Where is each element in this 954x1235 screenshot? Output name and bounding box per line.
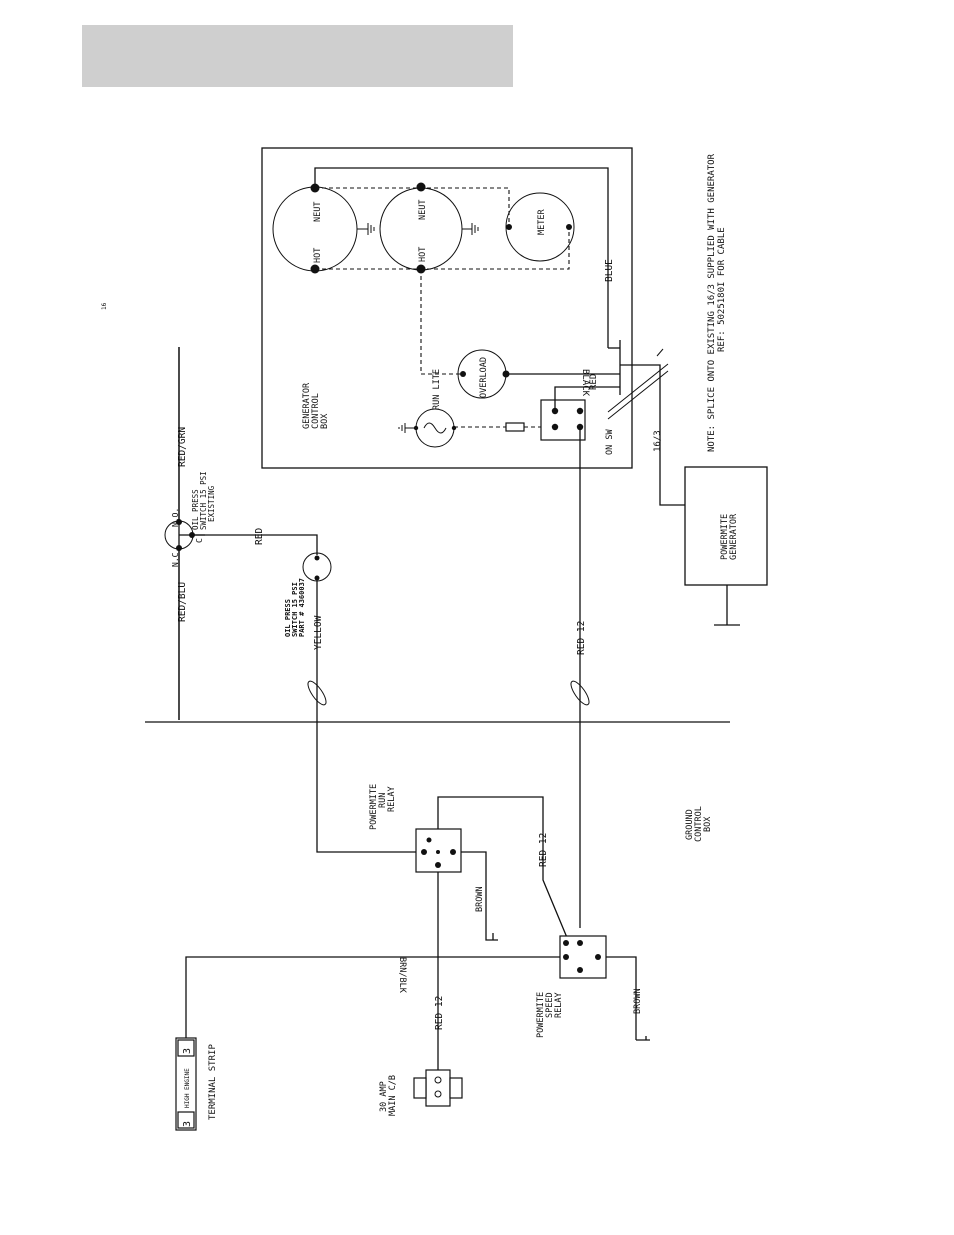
label-run-relay-2: RUN (378, 793, 388, 808)
fuse (505, 422, 525, 432)
label-red-small: RED (589, 374, 599, 390)
main-circuit-breaker (425, 1069, 451, 1107)
label-neut-2: NEUT (418, 200, 428, 220)
label-ground-box-1: GROUND (685, 809, 695, 840)
label-speed-relay-1: POWERMITE (536, 992, 546, 1038)
terminal-number-left: 3 (182, 1121, 193, 1127)
label-meter: METER (537, 209, 547, 235)
label-cb-2: MAIN C/B (388, 1075, 398, 1116)
label-overload: OVERLOAD (479, 357, 489, 398)
label-brown-2: BROWN (633, 988, 643, 1014)
label-brown-1: BROWN (475, 886, 485, 912)
label-speed-relay-2: SPEED (545, 992, 555, 1018)
label-red: RED (254, 528, 265, 545)
label-oil-new-2: SWITCH 15 PSI (291, 582, 299, 637)
label-run-relay-1: POWERMITE (369, 784, 379, 830)
ground-symbol (357, 223, 375, 235)
label-gen-box-2: CONTROL (311, 393, 321, 429)
label-generator-2: GENERATOR (729, 513, 739, 560)
label-brn-blk: BRN/BLK (397, 957, 407, 994)
label-oil-new-3: PART # 4360037 (298, 578, 306, 637)
label-high-engine: HIGH ENGINE (184, 1068, 191, 1108)
label-speed-relay-3: RELAY (554, 992, 564, 1018)
note-line-1: NOTE: SPLICE ONTO EXISTING 16/3 SUPPLIED… (707, 153, 717, 452)
label-red12-top: RED 12 (576, 621, 587, 655)
label-oil-new-1: OIL PRESS (284, 599, 292, 637)
label-no: N.O. (171, 508, 180, 527)
label-terminal-strip: TERMINAL STRIP (208, 1044, 218, 1120)
label-generator-1: POWERMITE (720, 514, 730, 560)
label-blue: BLUE (604, 259, 615, 282)
label-gen-box-3: BOX (320, 413, 330, 429)
page-mark: 16 (101, 302, 108, 310)
label-on-sw: ON SW (605, 429, 615, 455)
powermite-generator-box (684, 466, 768, 586)
label-nc: N.C. (171, 548, 180, 567)
terminal-number-right: 3 (182, 1048, 193, 1054)
note-line-2: REF: 5025180I FOR CABLE (717, 227, 727, 352)
label-neut-1: NEUT (313, 202, 323, 222)
label-hot-1: HOT (313, 248, 323, 263)
on-switch (540, 399, 586, 441)
receptacle-2-neut-terminal (416, 182, 426, 192)
label-gen-box-1: GENERATOR (302, 382, 312, 429)
label-c: C (195, 538, 204, 543)
label-oil-existing-2: SWITCH 15 PSI (199, 471, 208, 530)
header-bar (82, 25, 513, 87)
label-red-grn: RED/GRN (177, 427, 188, 467)
ground-symbol (462, 223, 479, 235)
label-run-relay-3: RELAY (387, 786, 397, 812)
label-cable-16-3: 16/3 (653, 430, 663, 452)
label-black: BLACK (580, 369, 590, 397)
label-cb-1: 30 AMP (379, 1081, 389, 1112)
label-yellow: YELLOW (313, 615, 324, 650)
label-hot-2: HOT (418, 247, 428, 262)
ground-symbol (398, 423, 416, 433)
label-ground-box-2: CONTROL (694, 806, 704, 842)
terminal-strip (175, 1037, 197, 1131)
generator-control-box (261, 147, 633, 469)
label-run-lite: RUN LITE (432, 369, 442, 410)
label-ground-box-3: BOX (703, 816, 713, 832)
label-red12-mid: RED 12 (538, 833, 549, 867)
label-oil-existing-1: OIL PRESS (191, 489, 200, 530)
label-oil-existing-3: EXISTING (207, 485, 216, 522)
label-red-blu: RED/BLU (177, 582, 188, 622)
label-red12-bottom: RED 12 (434, 996, 445, 1030)
